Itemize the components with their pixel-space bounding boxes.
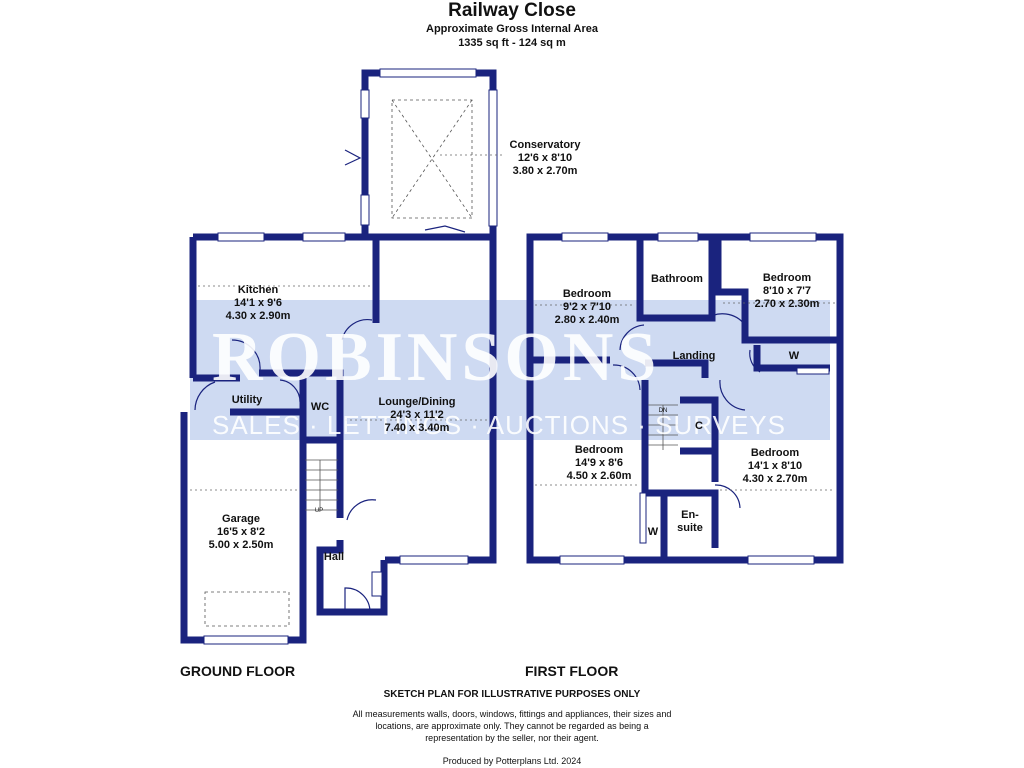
room-bathroom: Bathroom <box>651 273 703 285</box>
garage-door <box>204 591 290 627</box>
area-subtitle: Approximate Gross Internal Area <box>426 23 598 35</box>
wardrobe-bottom: W <box>647 526 659 538</box>
dimension-lines <box>190 154 835 491</box>
room-conservatory: Conservatory 12'6 x 8'10 3.80 x 2.70m <box>509 139 581 177</box>
windows <box>203 68 830 645</box>
first-floor-label: FIRST FLOOR <box>525 663 619 679</box>
produced-by: Produced by Potterplans Ltd. 2024 <box>442 756 582 766</box>
room-bedroom-bottom-right: Bedroom 14'1 x 8'10 4.30 x 2.70m <box>742 447 808 485</box>
first-floor-stairs <box>648 404 678 450</box>
room-bedroom-bottom-left: Bedroom 14'9 x 8'6 4.50 x 2.60m <box>566 444 632 482</box>
room-cupboard: C <box>695 420 703 432</box>
room-lounge-dining: Lounge/Dining 24'3 x 11'2 7.40 x 3.40m <box>378 396 456 434</box>
watermark-brand: ROBINSONS <box>212 319 661 396</box>
room-wc: WC <box>310 401 330 413</box>
ground-floor-stairs <box>305 459 338 511</box>
roof-lantern <box>391 99 473 219</box>
door-swings <box>194 149 761 613</box>
gross-area: 1335 sq ft - 124 sq m <box>458 37 566 49</box>
watermark-services: SALES · LETTINGS · AUCTIONS · SURVEYS <box>212 410 786 440</box>
stairs-down-label: DN <box>658 408 668 414</box>
room-bedroom-top-left: Bedroom 9'2 x 7'10 2.80 x 2.40m <box>554 288 620 326</box>
room-ensuite: En- suite <box>677 509 703 534</box>
room-bedroom-top-right: Bedroom 8'10 x 7'7 2.70 x 2.30m <box>754 272 820 310</box>
disclaimer-text: All measurements walls, doors, windows, … <box>352 709 672 743</box>
page-title: Railway Close <box>448 0 576 21</box>
room-landing: Landing <box>672 350 716 362</box>
stairs-up-label: UP <box>314 508 324 514</box>
disclaimer-heading: SKETCH PLAN FOR ILLUSTRATIVE PURPOSES ON… <box>383 689 641 700</box>
ground-floor-label: GROUND FLOOR <box>180 663 296 679</box>
room-utility: Utility <box>231 394 263 406</box>
wardrobe-top: W <box>788 350 800 362</box>
room-kitchen: Kitchen 14'1 x 9'6 4.30 x 2.90m <box>225 284 291 322</box>
first-floor-walls <box>526 233 844 564</box>
room-garage: Garage 16'5 x 8'2 5.00 x 2.50m <box>208 513 274 551</box>
room-hall: Hall <box>323 551 345 563</box>
